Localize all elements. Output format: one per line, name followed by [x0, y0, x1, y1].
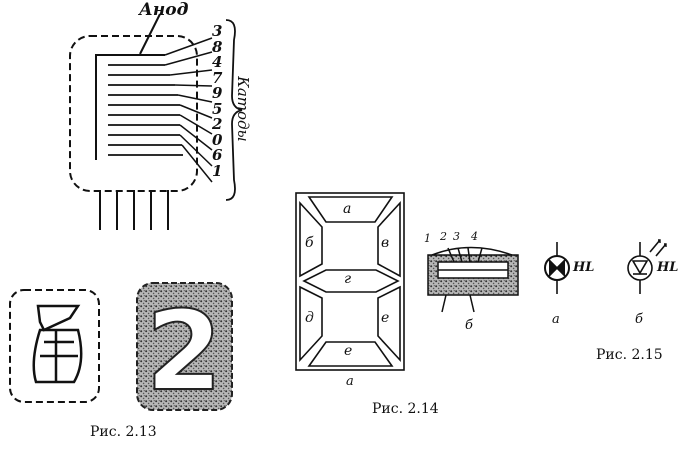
digit-two-panel: 2	[136, 282, 233, 416]
led-hl-label: HL	[657, 260, 679, 275]
cathode-digit: 1	[212, 161, 223, 180]
segment-a	[307, 196, 394, 223]
tube-pins	[99, 190, 169, 230]
cathode-brace	[225, 19, 243, 201]
segment-d-label: д	[305, 310, 314, 326]
incandescent-lamp-symbol	[544, 242, 570, 294]
layer-number-3: 3	[453, 230, 460, 243]
nixie-tube-diagram	[69, 13, 243, 230]
cathode-digit: 7	[212, 68, 223, 87]
lamp-hl-label: HL	[573, 260, 595, 275]
layer-number-2: 2	[440, 230, 447, 243]
cathode-digit: 9	[212, 84, 223, 102]
led-symbol	[627, 239, 667, 294]
cathode-bus	[95, 54, 165, 160]
segment-e	[377, 285, 401, 363]
led-ray-2	[655, 243, 667, 257]
layered-indicator-section	[427, 246, 519, 313]
digit-eight-value: 8	[52, 394, 53, 395]
tube-envelope	[69, 35, 198, 192]
layer-number-1: 1	[424, 232, 431, 245]
segment-a-label: а	[343, 201, 352, 217]
led-ray-1	[649, 239, 661, 253]
fig-2-15-caption: Рис. 2.15	[596, 347, 663, 363]
fig-2-13-caption: Рис. 2.13	[90, 424, 157, 440]
digit-eight-panel	[9, 289, 100, 403]
digit-two-glyph: 2	[146, 287, 223, 415]
cathode-digit: 8	[212, 37, 223, 56]
cathode-digit: 5	[212, 99, 223, 118]
segment-f-label: е	[344, 343, 353, 359]
layer-number-4: 4	[471, 230, 478, 243]
fig-2-15-sublabel-a: а	[552, 312, 560, 327]
fig-2-14-caption: Рис. 2.14	[372, 401, 439, 417]
segment-f	[307, 341, 394, 367]
cathode-digit: 4	[212, 53, 223, 71]
anode-label: Анод	[139, 0, 189, 20]
cathode-digit: 3	[212, 22, 223, 40]
cathode-leaders	[164, 37, 213, 183]
segment-c-label: в	[381, 235, 390, 251]
cathodes-label: Катоды	[233, 76, 252, 142]
fig-2-14-sublabel-a: а	[346, 374, 354, 389]
fig-2-14-sublabel-b: б	[465, 318, 473, 333]
fig-2-15-sublabel-b: б	[635, 312, 643, 327]
seven-segment-display	[295, 192, 405, 371]
segment-frame	[295, 192, 405, 371]
segment-b	[299, 200, 323, 278]
segment-c	[377, 200, 401, 278]
cathode-lines	[108, 64, 183, 156]
segment-d	[299, 285, 323, 363]
segment-g	[302, 269, 400, 293]
segment-b-label: б	[305, 235, 314, 251]
anode-pointer	[139, 13, 161, 55]
cathode-digit: 6	[212, 146, 223, 164]
cathode-digit: 0	[212, 130, 223, 149]
cathode-digit: 2	[212, 115, 223, 133]
segment-e-label: е	[381, 310, 390, 326]
cathode-digit-column: 3 8 4 7 9 5 2 0 6 1	[212, 22, 226, 180]
segment-g-label: г	[344, 271, 352, 287]
